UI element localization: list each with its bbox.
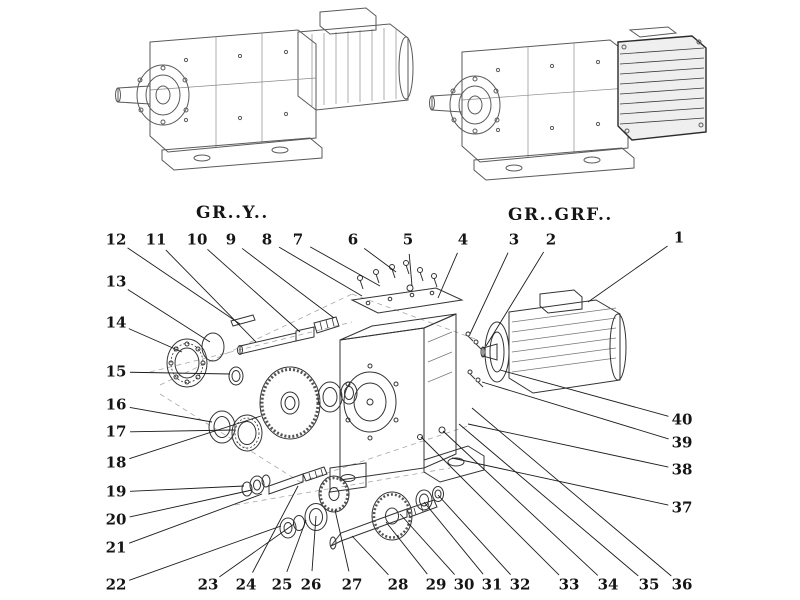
leader-line-26 bbox=[311, 515, 317, 572]
callout-27: 27 bbox=[341, 575, 363, 594]
callout-20: 20 bbox=[105, 510, 127, 529]
callout-19: 19 bbox=[105, 482, 127, 501]
leader-line-1 bbox=[587, 245, 668, 303]
input-bearings bbox=[166, 332, 263, 452]
callout-9: 9 bbox=[225, 230, 237, 249]
callout-26: 26 bbox=[300, 575, 322, 594]
model-label-gr-y: GR..Y.. bbox=[196, 203, 269, 223]
leader-line-27 bbox=[334, 509, 350, 572]
leader-line-39 bbox=[481, 381, 669, 440]
callout-33: 33 bbox=[558, 575, 580, 594]
callout-3: 3 bbox=[508, 230, 520, 249]
leader-line-8 bbox=[278, 246, 363, 297]
callout-13: 13 bbox=[105, 272, 127, 291]
leader-line-13 bbox=[127, 289, 211, 343]
leader-line-14 bbox=[128, 328, 183, 353]
callout-17: 17 bbox=[105, 422, 127, 441]
leader-line-7 bbox=[309, 246, 381, 287]
leader-line-3 bbox=[469, 252, 509, 335]
leader-line-11 bbox=[165, 249, 257, 343]
callout-7: 7 bbox=[292, 230, 304, 249]
leader-line-34 bbox=[442, 430, 599, 576]
leader-line-37 bbox=[451, 457, 669, 506]
leader-line-32 bbox=[437, 494, 511, 575]
callout-32: 32 bbox=[509, 575, 531, 594]
gearmotor-gr-y-illustration bbox=[115, 7, 414, 171]
leader-line-23 bbox=[219, 523, 295, 578]
leader-line-6 bbox=[363, 247, 397, 273]
first-stage-gear bbox=[259, 366, 358, 440]
output-shaft-assembly bbox=[329, 486, 444, 550]
callout-18: 18 bbox=[105, 453, 127, 472]
callout-12: 12 bbox=[105, 230, 127, 249]
leader-line-10 bbox=[207, 248, 301, 333]
leader-line-29 bbox=[385, 521, 428, 575]
leader-line-33 bbox=[420, 436, 560, 576]
leader-line-24 bbox=[252, 485, 299, 573]
leader-line-22 bbox=[129, 525, 282, 581]
leader-line-18 bbox=[129, 415, 262, 460]
callout-31: 31 bbox=[481, 575, 503, 594]
electric-motor bbox=[465, 289, 627, 394]
exploded-view bbox=[149, 260, 627, 550]
leader-line-40 bbox=[499, 369, 669, 417]
leader-line-28 bbox=[351, 535, 389, 576]
callout-35: 35 bbox=[638, 575, 660, 594]
leader-line-31 bbox=[423, 501, 484, 575]
leader-line-38 bbox=[467, 423, 669, 468]
leader-line-30 bbox=[399, 513, 455, 575]
callout-5: 5 bbox=[402, 230, 414, 249]
callout-4: 4 bbox=[457, 230, 469, 249]
callout-23: 23 bbox=[197, 575, 219, 594]
callout-15: 15 bbox=[105, 362, 127, 381]
leader-line-35 bbox=[458, 423, 639, 577]
callout-2: 2 bbox=[545, 230, 557, 249]
gear-housing bbox=[329, 260, 485, 493]
callout-38: 38 bbox=[671, 460, 693, 479]
callout-30: 30 bbox=[453, 575, 475, 594]
model-label-gr-grf: GR..GRF.. bbox=[508, 205, 613, 225]
callout-10: 10 bbox=[186, 230, 208, 249]
leader-line-36 bbox=[471, 407, 672, 577]
callout-25: 25 bbox=[271, 575, 293, 594]
leader-line-25 bbox=[286, 519, 307, 573]
callout-6: 6 bbox=[347, 230, 359, 249]
callout-11: 11 bbox=[145, 230, 167, 249]
callout-39: 39 bbox=[671, 433, 693, 452]
callout-21: 21 bbox=[105, 538, 127, 557]
callout-37: 37 bbox=[671, 498, 693, 517]
leader-line-5 bbox=[408, 253, 413, 287]
leader-line-16 bbox=[129, 406, 213, 423]
leader-line-21 bbox=[128, 493, 263, 544]
input-shaft-assembly bbox=[230, 314, 340, 355]
callout-16: 16 bbox=[105, 395, 127, 414]
leader-line-4 bbox=[437, 252, 458, 299]
leader-line-15 bbox=[129, 371, 231, 375]
gearmotor-gr-grf-illustration bbox=[429, 26, 707, 181]
assembly-guide-lines bbox=[149, 293, 479, 506]
callout-28: 28 bbox=[387, 575, 409, 594]
callout-36: 36 bbox=[671, 575, 693, 594]
callout-24: 24 bbox=[235, 575, 257, 594]
callout-22: 22 bbox=[105, 575, 127, 594]
callout-1: 1 bbox=[673, 228, 685, 247]
leader-line-20 bbox=[129, 489, 253, 518]
leader-line-2 bbox=[485, 251, 545, 347]
leader-line-12 bbox=[127, 247, 241, 325]
callout-29: 29 bbox=[425, 575, 447, 594]
callout-34: 34 bbox=[597, 575, 619, 594]
leader-line-19 bbox=[129, 485, 245, 492]
callout-14: 14 bbox=[105, 313, 127, 332]
callout-8: 8 bbox=[261, 230, 273, 249]
intermediate-shaft-assembly bbox=[241, 466, 350, 539]
leader-line-9 bbox=[241, 248, 335, 319]
callout-40: 40 bbox=[671, 410, 693, 429]
